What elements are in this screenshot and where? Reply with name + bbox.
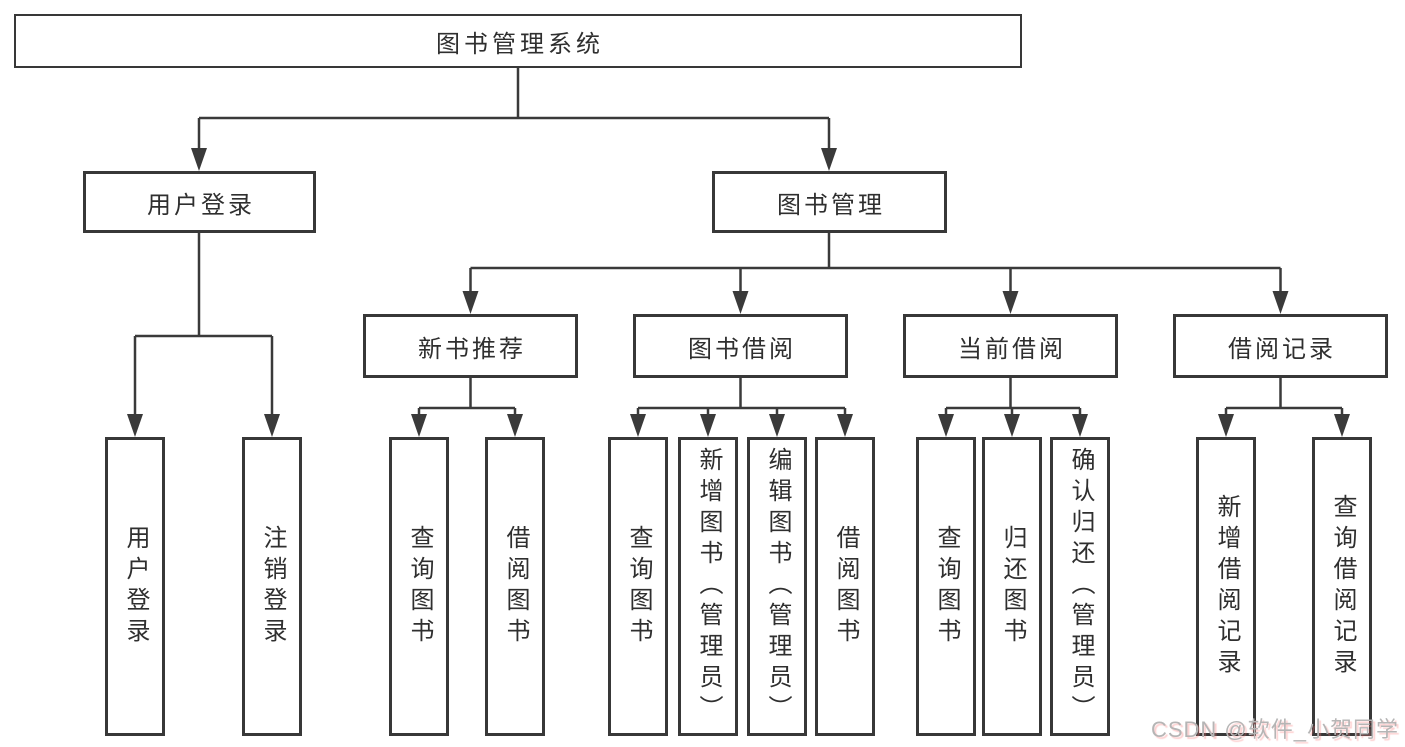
csdn-watermark: CSDN @软件_小贺同学	[1150, 717, 1399, 742]
node-label: 图书管理系统	[436, 30, 604, 58]
node-user-login-group: 用户登录	[83, 171, 316, 233]
node-borrowing-records: 借阅记录	[1173, 314, 1388, 378]
node-book-management: 图书管理	[712, 171, 947, 233]
node-label: 借阅图书	[502, 524, 529, 649]
leaf-query-books-newbook: 查询图书	[389, 437, 449, 736]
leaf-user-login: 用户登录	[105, 437, 165, 736]
node-label: 用户登录	[122, 524, 149, 649]
leaf-borrow-books-newbook: 借阅图书	[485, 437, 545, 736]
node-label: 图书借阅	[688, 335, 796, 363]
leaf-edit-books-admin: 编辑图书（管理员）	[747, 437, 807, 736]
node-label: 新书推荐	[418, 335, 526, 363]
connector-book-borrow-to-children	[630, 378, 853, 437]
leaf-return-books: 归还图书	[982, 437, 1042, 736]
node-new-book-recommendation: 新书推荐	[363, 314, 578, 378]
node-label: 编辑图书（管理员）	[764, 447, 791, 726]
connector-current-borrow-to-children	[938, 378, 1088, 437]
node-label: 用户登录	[147, 191, 255, 219]
node-label: 查询借阅记录	[1329, 493, 1356, 680]
node-book-borrowing: 图书借阅	[633, 314, 848, 378]
node-label: 新增图书（管理员）	[695, 447, 722, 726]
node-label: 查询图书	[625, 524, 652, 649]
node-label: 借阅图书	[832, 524, 859, 649]
connector-borrow-records-to-children	[1218, 378, 1350, 437]
leaf-add-books-admin: 新增图书（管理员）	[678, 437, 738, 736]
leaf-confirm-return-admin: 确认归还（管理员）	[1050, 437, 1110, 736]
leaf-add-borrow-record: 新增借阅记录	[1196, 437, 1256, 736]
node-label: 图书管理	[777, 191, 885, 219]
leaf-logout: 注销登录	[242, 437, 302, 736]
node-label: 借阅记录	[1228, 335, 1336, 363]
node-label: 归还图书	[999, 524, 1026, 649]
connector-user-login-to-children	[127, 233, 280, 437]
leaf-query-books-borrowing: 查询图书	[608, 437, 668, 736]
node-label: 查询图书	[933, 524, 960, 649]
node-label: 查询图书	[406, 524, 433, 649]
connector-new-book-rec-to-children	[411, 378, 523, 437]
node-current-borrowing: 当前借阅	[903, 314, 1118, 378]
leaf-query-borrow-record: 查询借阅记录	[1312, 437, 1372, 736]
node-label: 确认归还（管理员）	[1067, 447, 1094, 726]
node-label: 当前借阅	[958, 335, 1066, 363]
connector-book-management-to-children	[462, 233, 1289, 314]
node-label: 注销登录	[259, 524, 286, 649]
connector-root-to-children	[191, 68, 837, 171]
leaf-query-books-current: 查询图书	[916, 437, 976, 736]
node-library-management-system: 图书管理系统	[14, 14, 1022, 68]
node-label: 新增借阅记录	[1213, 493, 1240, 680]
leaf-borrow-books-borrowing: 借阅图书	[815, 437, 875, 736]
